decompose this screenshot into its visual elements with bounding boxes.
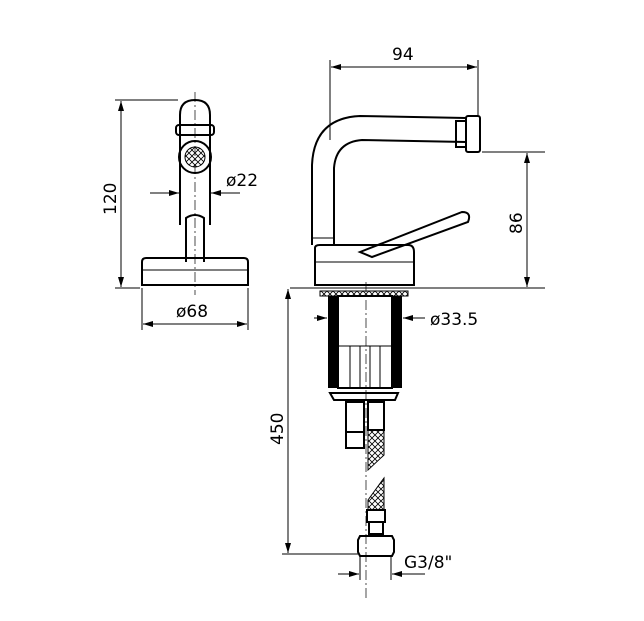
label-86: 86	[507, 212, 527, 234]
side-view	[290, 114, 545, 600]
dimension-86: 86	[482, 151, 545, 287]
label-120: 120	[101, 183, 121, 215]
dimension-94: 94	[329, 45, 479, 140]
label-d68: ø68	[176, 302, 208, 322]
dimension-450: 450	[268, 289, 358, 555]
dimension-g3-8: G3/8"	[338, 553, 452, 580]
dimension-d22: ø22	[150, 171, 258, 196]
label-d33-5: ø33.5	[430, 310, 478, 330]
dimension-d33-5: ø33.5	[314, 310, 478, 330]
label-g3-8: G3/8"	[404, 553, 452, 573]
label-450: 450	[268, 413, 288, 445]
lever-handle	[357, 210, 471, 259]
front-view	[141, 92, 249, 295]
label-94: 94	[392, 45, 414, 65]
label-d22: ø22	[226, 171, 258, 191]
dimension-120: 120	[101, 99, 178, 289]
dimension-d68: ø68	[141, 288, 249, 330]
hose-nut	[357, 535, 395, 557]
